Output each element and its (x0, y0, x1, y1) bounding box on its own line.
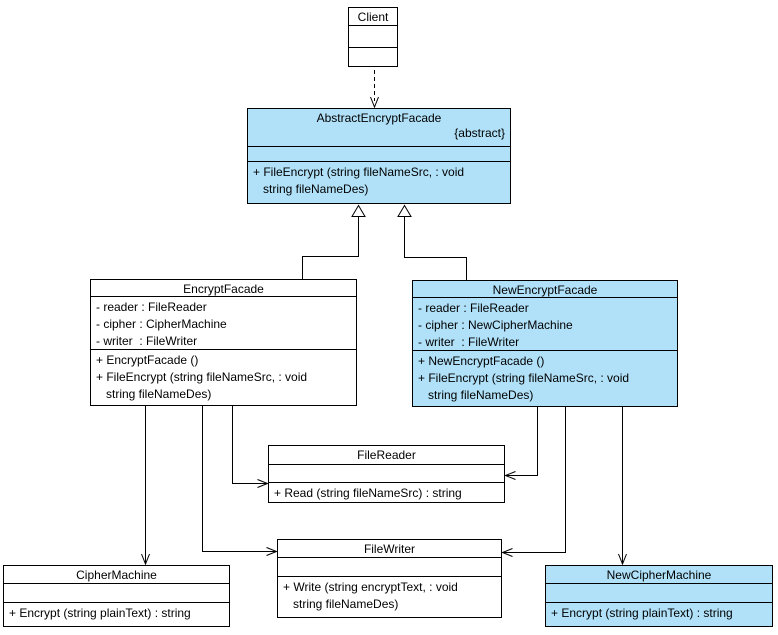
edge-association-encryptfacade-to-ciphermachine[interactable] (141, 405, 150, 566)
attributes-compartment (278, 557, 501, 576)
edge-dependency-client-to-abstractencryptfacade[interactable] (370, 63, 379, 109)
edge-association-newencryptfacade-to-filereader[interactable] (504, 407, 538, 480)
method-line: + FileEncrypt (string fileNameSrc, : voi… (96, 370, 308, 384)
attributes-compartment (269, 464, 504, 482)
class-name-label: CipherMachine (76, 568, 157, 582)
method-line: + EncryptFacade () (96, 353, 199, 367)
attributes-compartment: - reader : FileReader - cipher : CipherM… (91, 296, 356, 349)
attribute-line: - reader : FileReader (418, 301, 529, 315)
attributes-compartment (546, 583, 772, 602)
attribute-line: - writer : FileWriter (418, 335, 520, 349)
class-name-label: NewEncryptFacade (492, 283, 598, 297)
methods-compartment: + NewEncryptFacade () + FileEncrypt (str… (413, 350, 677, 406)
edge-association-encryptfacade-to-filewriter[interactable] (202, 405, 278, 556)
attribute-line: - cipher : NewCipherMachine (418, 318, 573, 332)
attribute-line: - cipher : CipherMachine (96, 317, 227, 331)
class-name-label: AbstractEncryptFacade (316, 111, 442, 125)
class-new-encrypt-facade[interactable]: NewEncryptFacade - reader : FileReader -… (412, 280, 678, 407)
class-file-reader[interactable]: FileReader + Read (string fileNameSrc) :… (268, 445, 505, 503)
method-line: string fileNameDes) (418, 388, 534, 402)
methods-compartment (349, 47, 397, 66)
method-line: + Read (string fileNameSrc) : string (274, 486, 462, 500)
methods-compartment: + EncryptFacade () + FileEncrypt (string… (91, 349, 356, 405)
method-line: string fileNameDes) (283, 597, 399, 611)
method-line: + Encrypt (string plainText) : string (551, 606, 733, 620)
methods-compartment: + Encrypt (string plainText) : string (546, 602, 772, 626)
edge-association-newencryptfacade-to-newciphermachine[interactable] (618, 407, 627, 566)
edge-generalization-encryptfacade-to-abstractencryptfacade[interactable] (302, 204, 366, 280)
class-encrypt-facade[interactable]: EncryptFacade - reader : FileReader - ci… (90, 279, 357, 406)
methods-compartment: + FileEncrypt (string fileNameSrc, : voi… (248, 161, 510, 203)
attributes-compartment: - reader : FileReader - cipher : NewCiph… (413, 297, 677, 350)
class-name-label: EncryptFacade (183, 282, 264, 296)
edge-association-newencryptfacade-to-filewriter[interactable] (501, 407, 566, 557)
class-name-label: NewCipherMachine (606, 568, 712, 582)
class-new-cipher-machine[interactable]: NewCipherMachine + Encrypt (string plain… (545, 565, 773, 627)
method-line: + FileEncrypt (string fileNameSrc, : voi… (253, 165, 465, 179)
attributes-compartment (4, 583, 229, 602)
class-file-writer[interactable]: FileWriter + Write (string encryptText, … (277, 539, 502, 618)
class-name-label: FileReader (357, 448, 416, 462)
method-line: string fileNameDes) (253, 182, 369, 196)
attribute-line: - reader : FileReader (96, 300, 207, 314)
methods-compartment: + Encrypt (string plainText) : string (4, 602, 229, 626)
abstract-stereotype-label: {abstract} (454, 126, 505, 140)
method-line: + Write (string encryptText, : void (283, 580, 458, 594)
method-line: string fileNameDes) (96, 387, 212, 401)
class-cipher-machine[interactable]: CipherMachine + Encrypt (string plainTex… (3, 565, 230, 627)
attribute-line: - writer : FileWriter (96, 334, 198, 348)
method-line: + FileEncrypt (string fileNameSrc, : voi… (418, 371, 630, 385)
class-client[interactable]: Client (348, 7, 398, 67)
method-line: + Encrypt (string plainText) : string (9, 606, 191, 620)
edge-generalization-newencryptfacade-to-abstractencryptfacade[interactable] (397, 204, 467, 281)
class-abstract-encrypt-facade[interactable]: AbstractEncryptFacade {abstract} + FileE… (247, 108, 511, 204)
methods-compartment: + Read (string fileNameSrc) : string (269, 482, 504, 502)
edge-association-encryptfacade-to-filereader[interactable] (232, 405, 269, 488)
method-line: + NewEncryptFacade () (418, 354, 545, 368)
attributes-compartment (349, 25, 397, 47)
attributes-compartment (248, 146, 510, 161)
class-name-label: Client (357, 10, 389, 24)
methods-compartment: + Write (string encryptText, : void stri… (278, 576, 501, 617)
class-name-label: FileWriter (363, 542, 416, 556)
